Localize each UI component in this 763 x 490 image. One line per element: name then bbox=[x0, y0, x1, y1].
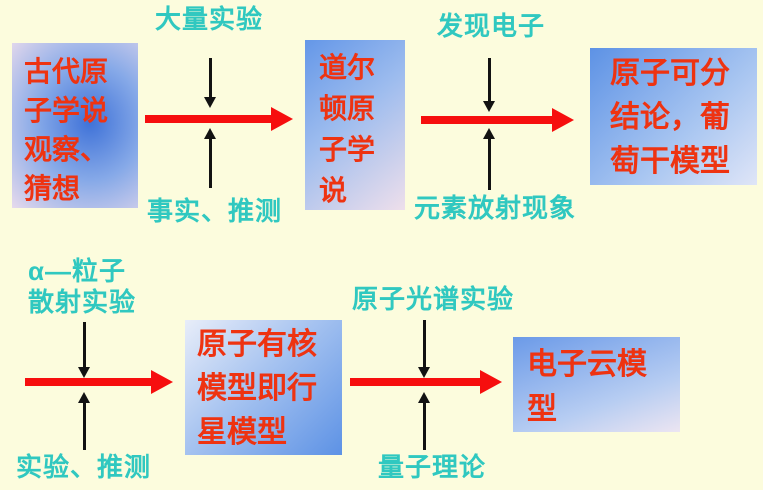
box-dalton-line: 子学 bbox=[319, 134, 376, 165]
arrow-shaft bbox=[423, 320, 426, 369]
arrow-head bbox=[78, 392, 90, 403]
down-arrow-icon bbox=[483, 58, 496, 112]
label-alpha-scattering-line: 散射实验 bbox=[28, 287, 137, 317]
box-plum-line: 萄干模型 bbox=[610, 145, 730, 178]
arrow-head bbox=[204, 128, 216, 139]
arrow-shaft bbox=[209, 137, 212, 188]
right-arrow-icon bbox=[145, 107, 293, 131]
box-dalton-atomic-theory: 道尔 顿原 子学 说 bbox=[305, 40, 405, 210]
arrow-head bbox=[271, 107, 293, 131]
right-arrow-icon bbox=[421, 108, 574, 132]
arrow-shaft bbox=[25, 378, 153, 386]
right-arrow-icon bbox=[25, 370, 173, 394]
box-plum-line: 原子可分 bbox=[610, 57, 730, 90]
box-cloud-line: 型 bbox=[527, 393, 557, 426]
down-arrow-icon bbox=[78, 322, 91, 378]
box-ancient-line: 古代原 bbox=[24, 56, 109, 87]
box-ancient-line: 观察、 bbox=[24, 134, 109, 165]
arrow-shaft bbox=[350, 378, 482, 386]
arrow-head bbox=[483, 101, 495, 112]
arrow-head bbox=[483, 128, 495, 139]
arrow-head bbox=[204, 97, 216, 108]
label-experiment-inference: 实验、推测 bbox=[16, 452, 152, 482]
box-plum-pudding-model: 原子可分 结论，葡 萄干模型 bbox=[590, 48, 757, 185]
up-arrow-icon bbox=[204, 128, 217, 188]
label-alpha-scattering: α—粒子 散射实验 bbox=[28, 256, 136, 318]
arrow-shaft bbox=[83, 322, 86, 369]
down-arrow-icon bbox=[204, 58, 217, 108]
arrow-head bbox=[480, 370, 502, 394]
arrow-shaft bbox=[488, 58, 491, 103]
arrow-head bbox=[151, 370, 173, 394]
arrow-shaft bbox=[209, 58, 212, 99]
arrow-head bbox=[78, 367, 90, 378]
box-nuclear-planetary-model: 原子有核 模型即行 星模型 bbox=[185, 320, 342, 455]
box-dalton-line: 顿原 bbox=[319, 93, 376, 124]
up-arrow-icon bbox=[78, 392, 91, 450]
box-dalton-line: 道尔 bbox=[319, 52, 376, 83]
box-plum-line: 结论，葡 bbox=[610, 101, 730, 134]
label-atomic-spectrum: 原子光谱实验 bbox=[352, 284, 515, 314]
arrow-head bbox=[552, 108, 574, 132]
label-mass-experiments: 大量实验 bbox=[155, 4, 264, 34]
label-element-radioactivity: 元素放射现象 bbox=[414, 193, 577, 223]
box-nuclear-line: 星模型 bbox=[197, 416, 287, 449]
right-arrow-icon bbox=[350, 370, 502, 394]
box-electron-cloud-model: 电子云模 型 bbox=[513, 337, 680, 432]
box-nuclear-line: 原子有核 bbox=[197, 328, 317, 361]
label-electron-discovery: 发现电子 bbox=[437, 11, 546, 41]
box-cloud-line: 电子云模 bbox=[527, 348, 647, 381]
arrow-head bbox=[418, 367, 430, 378]
down-arrow-icon bbox=[418, 320, 431, 378]
box-ancient-atomic-theory: 古代原 子学说 观察、 猜想 bbox=[12, 43, 138, 208]
arrow-shaft bbox=[421, 116, 554, 124]
arrow-shaft bbox=[145, 115, 273, 123]
arrow-shaft bbox=[488, 137, 491, 190]
arrow-shaft bbox=[423, 401, 426, 450]
box-ancient-line: 子学说 bbox=[24, 95, 109, 126]
label-alpha-scattering-line: α—粒子 bbox=[28, 256, 126, 286]
arrow-shaft bbox=[83, 401, 86, 450]
label-quantum-theory: 量子理论 bbox=[378, 452, 487, 482]
up-arrow-icon bbox=[418, 392, 431, 450]
up-arrow-icon bbox=[483, 128, 496, 190]
box-nuclear-line: 模型即行 bbox=[197, 372, 317, 405]
label-facts-inference: 事实、推测 bbox=[147, 196, 283, 226]
box-ancient-line: 猜想 bbox=[24, 173, 81, 204]
box-dalton-line: 说 bbox=[319, 175, 348, 206]
arrow-head bbox=[418, 392, 430, 403]
